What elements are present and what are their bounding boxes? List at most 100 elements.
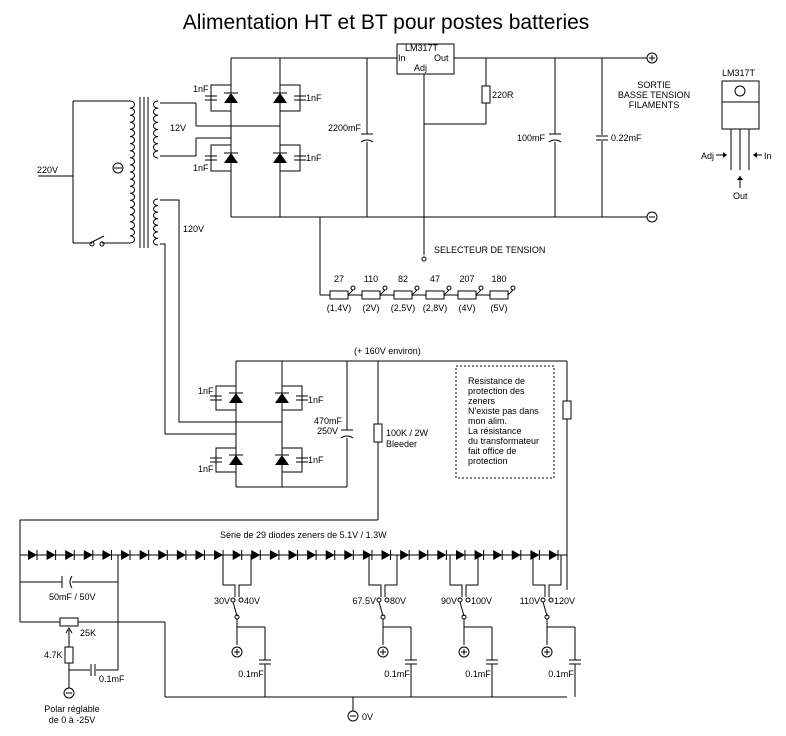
selector-contact[interactable] bbox=[478, 285, 484, 291]
selector-resistor bbox=[361, 290, 381, 300]
tap-contact-low[interactable] bbox=[457, 597, 463, 603]
zener-diode bbox=[492, 549, 503, 561]
selector-contact[interactable] bbox=[382, 285, 388, 291]
tap-high-label: 100V bbox=[471, 596, 492, 606]
zener-diode bbox=[27, 549, 38, 561]
selector-resistor-value: 207 bbox=[459, 274, 474, 284]
diode bbox=[272, 152, 288, 164]
selector-resistor bbox=[329, 290, 349, 300]
zener-diode bbox=[232, 549, 243, 561]
bias-pot-label: 25K bbox=[80, 628, 96, 638]
tap-switch[interactable] bbox=[232, 601, 238, 617]
zener-diode bbox=[548, 549, 559, 561]
hv-tap-terminal-icon bbox=[541, 646, 553, 658]
tap-high-label: 40V bbox=[244, 596, 260, 606]
selector-voltage: (5V) bbox=[490, 303, 507, 313]
lm317t-pinout: LM317T Adj In Out bbox=[701, 68, 772, 201]
cap-1nf-label: 1nF bbox=[193, 163, 209, 173]
tap-contact-high[interactable] bbox=[384, 597, 390, 603]
zener-diode bbox=[511, 549, 522, 561]
selector-resistor-value: 47 bbox=[430, 274, 440, 284]
tap-switch[interactable] bbox=[378, 601, 384, 617]
tap-contact-low[interactable] bbox=[540, 597, 546, 603]
regulator-name: LM317T bbox=[405, 43, 439, 53]
zener-diode bbox=[213, 549, 224, 561]
cap-1nf-label: 1nF bbox=[306, 153, 322, 163]
cap-470mf-label: 470mF bbox=[314, 416, 343, 426]
tap-contact-low[interactable] bbox=[376, 597, 382, 603]
tap-low-label: 110V bbox=[520, 596, 540, 606]
selector-voltage: (2V) bbox=[362, 303, 379, 313]
pinout-adj-label: Adj bbox=[701, 151, 714, 161]
mains-switch bbox=[89, 235, 105, 247]
tap-low-label: 67.5V bbox=[352, 596, 376, 606]
voltage-selector-icon bbox=[112, 162, 124, 174]
bias-label-line: de 0 à -25V bbox=[49, 715, 96, 725]
selector-resistor bbox=[393, 290, 413, 300]
tap-switch[interactable] bbox=[459, 601, 465, 617]
zener-diode bbox=[288, 549, 298, 561]
zener-diode bbox=[157, 549, 168, 561]
zener-diode bbox=[343, 549, 354, 561]
bias-cap-label: 50mF / 50V bbox=[49, 592, 96, 602]
bias-resistor bbox=[64, 646, 74, 664]
zener-diode bbox=[46, 549, 57, 561]
selector-voltage: (4V) bbox=[458, 303, 475, 313]
lm317t-regulator bbox=[396, 43, 455, 75]
lv-section: 1nF 1nF 1nF 1nF 2200mF LM317T In Out Adj… bbox=[160, 43, 690, 296]
selector-contact[interactable] bbox=[350, 285, 356, 291]
transformer: 220V 12V 120V bbox=[37, 97, 204, 248]
ground-label: 0V bbox=[362, 712, 373, 722]
selector-resistor bbox=[425, 290, 445, 300]
selector-contact[interactable] bbox=[446, 285, 452, 291]
selector-resistor-value: 82 bbox=[398, 274, 408, 284]
zener-diode bbox=[194, 549, 205, 561]
selector-voltage: (1,4V) bbox=[327, 303, 352, 313]
selector-voltage: (2,5V) bbox=[391, 303, 416, 313]
zener-diode bbox=[139, 549, 150, 561]
tap-high-label: 120V bbox=[554, 596, 575, 606]
tap-contact-high[interactable] bbox=[465, 597, 471, 603]
zener-chain bbox=[20, 549, 568, 590]
zener-diode bbox=[399, 549, 410, 561]
regulator-out-label: Out bbox=[434, 53, 449, 63]
hv-tap-terminal-icon bbox=[458, 646, 470, 658]
zener-diode bbox=[529, 549, 540, 561]
zener-diode bbox=[64, 549, 75, 561]
selector-resistor-value: 110 bbox=[364, 274, 378, 284]
zener-diode bbox=[83, 549, 94, 561]
bleeder-resistor bbox=[373, 423, 383, 443]
tap-contact-high[interactable] bbox=[238, 597, 244, 603]
ground-terminal-icon bbox=[347, 710, 359, 722]
zener-diode bbox=[269, 549, 280, 561]
secondary-120v-label: 120V bbox=[183, 224, 204, 234]
bias-resistor-label: 4.7K bbox=[44, 650, 63, 660]
zener-diode bbox=[418, 549, 429, 561]
bias-label-line: Polar réglable bbox=[44, 704, 100, 714]
diode bbox=[274, 454, 290, 466]
tap-switch[interactable] bbox=[542, 601, 548, 617]
tap-contact-low[interactable] bbox=[230, 597, 236, 603]
selector-resistor bbox=[457, 290, 477, 300]
pinout-out-label: Out bbox=[733, 191, 748, 201]
cap-100mf-label: 100mF bbox=[517, 133, 546, 143]
selector-resistor-value: 27 bbox=[334, 274, 344, 284]
regulator-adj-label: Adj bbox=[414, 63, 427, 73]
diode bbox=[272, 92, 288, 104]
cap-470mf-voltage: 250V bbox=[317, 426, 338, 436]
diode bbox=[223, 92, 239, 104]
selector-resistor bbox=[489, 290, 509, 300]
selector-contact[interactable] bbox=[414, 285, 420, 291]
pinout-in-label: In bbox=[764, 151, 772, 161]
tap-low-label: 90V bbox=[441, 596, 457, 606]
tap-cap-label: 0.1mF bbox=[548, 669, 574, 679]
cap-1nf-label: 1nF bbox=[308, 455, 324, 465]
tap-contact-high[interactable] bbox=[548, 597, 554, 603]
resistor-220r-label: 220R bbox=[492, 90, 514, 100]
selector-contact[interactable] bbox=[510, 285, 516, 291]
diode bbox=[228, 392, 244, 404]
selector-chain: 27(1,4V)110(2V)82(2,5V)47(2,8V)207(4V)18… bbox=[327, 274, 516, 313]
tap-cap-label: 0.1mF bbox=[238, 669, 264, 679]
